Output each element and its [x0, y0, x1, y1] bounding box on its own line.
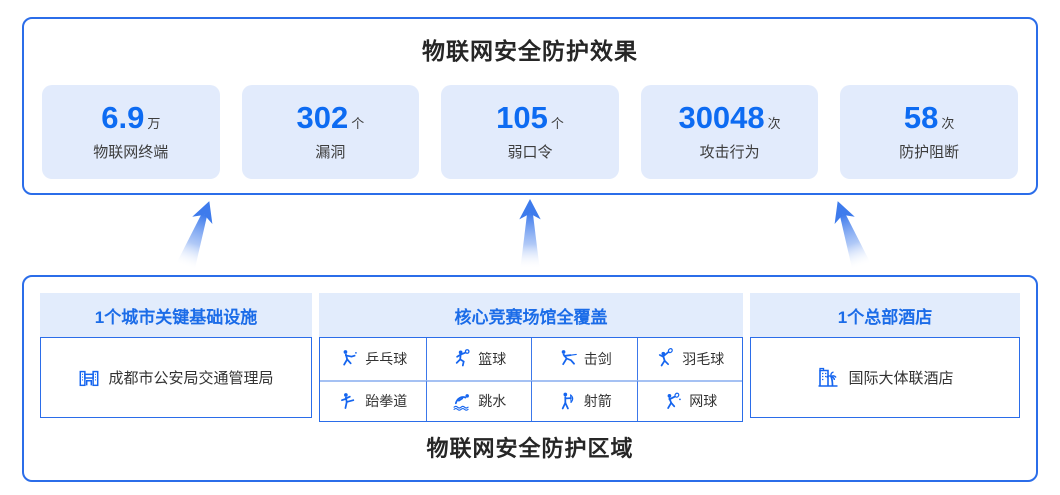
stat-card-weak-passwords: 105 个 弱口令 [441, 85, 619, 179]
protection-area-panel: 1个城市关键基础设施 成都市公安局交通管理局 [22, 275, 1038, 482]
protection-effect-panel: 物联网安全防护效果 6.9 万 物联网终端 302 个 漏洞 105 个 [22, 17, 1038, 195]
up-arrow-icon [519, 199, 541, 270]
hotel-icon [816, 366, 840, 390]
section-header: 1个城市关键基础设施 [40, 293, 312, 337]
government-building-icon [78, 367, 100, 389]
stat-cards-row: 6.9 万 物联网终端 302 个 漏洞 105 个 弱口令 [42, 85, 1018, 179]
city-infrastructure-label: 成都市公安局交通管理局 [108, 370, 274, 387]
stat-value: 105 [496, 100, 548, 135]
stat-card-vulnerabilities: 302 个 漏洞 [241, 85, 420, 179]
venue-label: 羽毛球 [682, 350, 725, 367]
city-infrastructure-item: 成都市公安局交通管理局 [40, 337, 312, 418]
stat-value-row: 105 个 [496, 102, 564, 133]
stat-unit: 个 [351, 116, 365, 131]
stat-label: 攻击行为 [699, 144, 760, 161]
panel-title-area: 物联网安全防护区域 [426, 436, 634, 461]
venue-label: 跆拳道 [365, 393, 408, 410]
stat-label: 物联网终端 [93, 144, 169, 161]
badminton-icon [655, 348, 676, 369]
tennis-icon [662, 391, 683, 412]
venue-cell-taekwondo: 跆拳道 [320, 379, 426, 422]
venue-label: 跳水 [478, 393, 507, 410]
section-venues: 核心竞赛场馆全覆盖 乒乓球 [319, 293, 743, 422]
venue-label: 篮球 [478, 350, 507, 367]
taekwondo-icon [338, 391, 359, 412]
stat-value-row: 30048 次 [678, 102, 780, 133]
venue-cell-basketball: 篮球 [425, 338, 532, 380]
hotel-item: 国际大体联酒店 [750, 337, 1020, 418]
fencing-icon [557, 348, 578, 369]
stat-label: 弱口令 [507, 144, 553, 161]
panel-title-effect: 物联网安全防护效果 [422, 38, 638, 64]
venue-cell-badminton: 羽毛球 [636, 338, 743, 380]
venue-label: 乒乓球 [365, 350, 408, 367]
stat-value: 30048 [678, 100, 765, 135]
stat-unit: 个 [550, 116, 564, 131]
venue-cell-diving: 跳水 [425, 379, 531, 421]
venue-cell-fencing: 击剑 [531, 338, 637, 380]
stat-card-iot-terminals: 6.9 万 物联网终端 [42, 85, 220, 179]
stat-value: 302 [296, 100, 349, 135]
up-arrow-icon [176, 201, 213, 271]
venue-cell-table-tennis: 乒乓球 [320, 338, 426, 380]
section-city-infrastructure: 1个城市关键基础设施 成都市公安局交通管理局 [40, 293, 312, 422]
venue-label: 击剑 [583, 350, 612, 367]
hotel-label: 国际大体联酒店 [848, 370, 954, 387]
stat-card-attacks: 30048 次 攻击行为 [640, 85, 819, 179]
flow-arrows [22, 196, 1038, 274]
stat-value-row: 302 个 [297, 102, 365, 133]
archery-icon [557, 391, 578, 412]
venue-label: 网球 [689, 393, 718, 410]
stat-unit: 次 [767, 116, 781, 131]
stat-value-row: 6.9 万 [101, 102, 160, 133]
stat-value: 6.9 [101, 100, 145, 135]
stat-unit: 次 [941, 116, 955, 131]
area-sections: 1个城市关键基础设施 成都市公安局交通管理局 [40, 293, 1020, 422]
basketball-icon [451, 348, 472, 369]
venue-cell-tennis: 网球 [636, 379, 742, 421]
section-hotel: 1个总部酒店 国际大体联酒店 [750, 293, 1020, 422]
stat-label: 防护阻断 [899, 144, 960, 161]
section-header: 1个总部酒店 [750, 293, 1020, 337]
stat-unit: 万 [147, 116, 161, 131]
venue-label: 射箭 [583, 393, 612, 410]
table-tennis-icon [338, 348, 359, 369]
up-arrow-icon [834, 201, 871, 271]
section-header: 核心竞赛场馆全覆盖 [319, 293, 743, 337]
stat-label: 漏洞 [315, 144, 346, 161]
venue-cell-archery: 射箭 [531, 379, 637, 421]
venues-table: 乒乓球 篮球 [319, 337, 743, 422]
stat-value: 58 [903, 100, 939, 135]
stat-value-row: 58 次 [904, 102, 955, 133]
stat-card-blocks: 58 次 防护阻断 [840, 85, 1018, 179]
diving-icon [451, 391, 472, 412]
